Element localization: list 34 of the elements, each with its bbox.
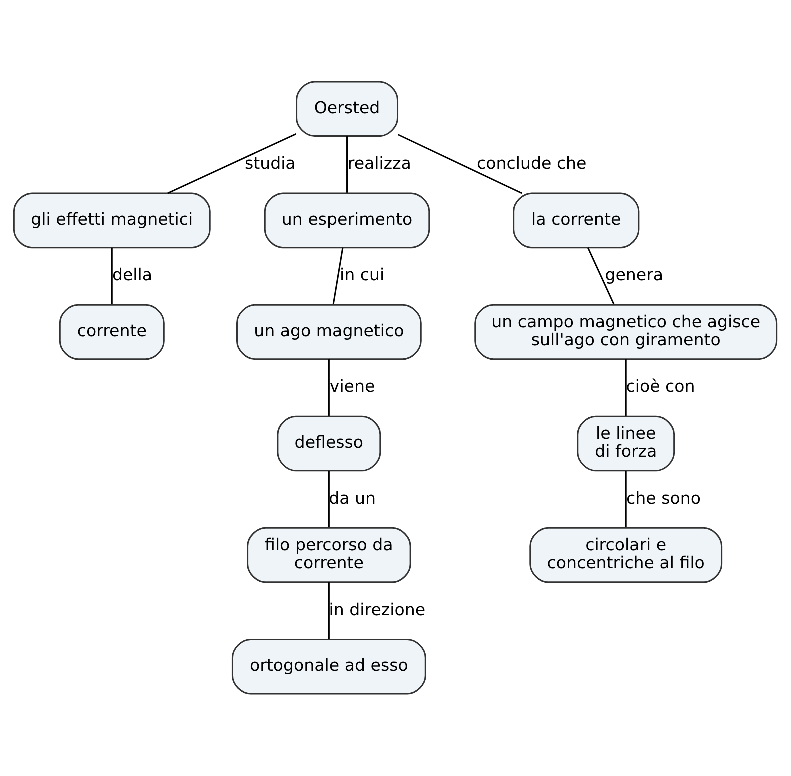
node-box: la corrente — [513, 192, 640, 249]
connector — [398, 134, 522, 194]
edge-label: in cui — [340, 266, 385, 285]
node-box: deflesso — [277, 416, 382, 472]
edge-label: studia — [244, 154, 296, 174]
node-box: un esperimento — [264, 192, 430, 249]
node-box: Oersted — [296, 81, 399, 138]
connector — [111, 248, 113, 304]
edge-label: viene — [330, 377, 376, 396]
connector — [168, 134, 297, 194]
node-box: un campo magnetico che agisce sull'ago con giramento — [474, 304, 778, 360]
node-box: le linee di forza — [577, 416, 676, 472]
edge-label: che sono — [626, 488, 702, 508]
edge-label: conclude che — [477, 154, 587, 174]
connector — [587, 248, 615, 305]
edge-label: della — [112, 266, 153, 285]
edge-label: in direzione — [329, 600, 426, 620]
connector — [625, 359, 627, 416]
node-box: circolari e concentriche al filo — [530, 527, 723, 584]
connector — [346, 136, 348, 193]
connector — [625, 471, 627, 528]
edge-label: realizza — [348, 154, 412, 174]
connector — [328, 582, 330, 640]
node-box: filo percorso da corrente — [247, 527, 412, 584]
node-box: un ago magnetico — [236, 304, 422, 360]
edge-label: cioè con — [626, 377, 696, 396]
node-box: gli effetti magnetici — [13, 192, 211, 249]
node-box: ortogonale ad esso — [232, 638, 426, 695]
edge-label: da un — [329, 488, 376, 508]
node-box: corrente — [59, 304, 165, 360]
connector — [328, 359, 330, 416]
edge-label: genera — [605, 266, 664, 285]
connector — [328, 471, 330, 528]
connector — [332, 248, 344, 305]
